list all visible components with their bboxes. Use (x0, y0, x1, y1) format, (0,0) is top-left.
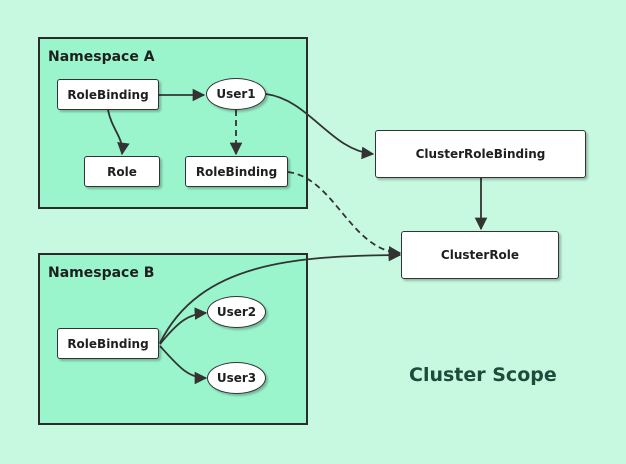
clusterrole-node[interactable]: ClusterRole (401, 231, 559, 279)
namespace-b-title: Namespace B (48, 265, 155, 281)
namespace-a-title: Namespace A (48, 49, 155, 65)
clusterrolebinding-node[interactable]: ClusterRoleBinding (375, 130, 586, 178)
cluster-scope-label: Cluster Scope (409, 364, 557, 386)
rolebinding-node-b[interactable]: RoleBinding (57, 328, 159, 359)
user2-node[interactable]: User2 (207, 296, 266, 328)
role-node[interactable]: Role (84, 156, 160, 187)
rolebinding-node-a[interactable]: RoleBinding (57, 79, 159, 110)
user3-node[interactable]: User3 (207, 362, 266, 394)
rolebinding-node-a2[interactable]: RoleBinding (185, 156, 288, 187)
user1-node[interactable]: User1 (206, 78, 266, 110)
